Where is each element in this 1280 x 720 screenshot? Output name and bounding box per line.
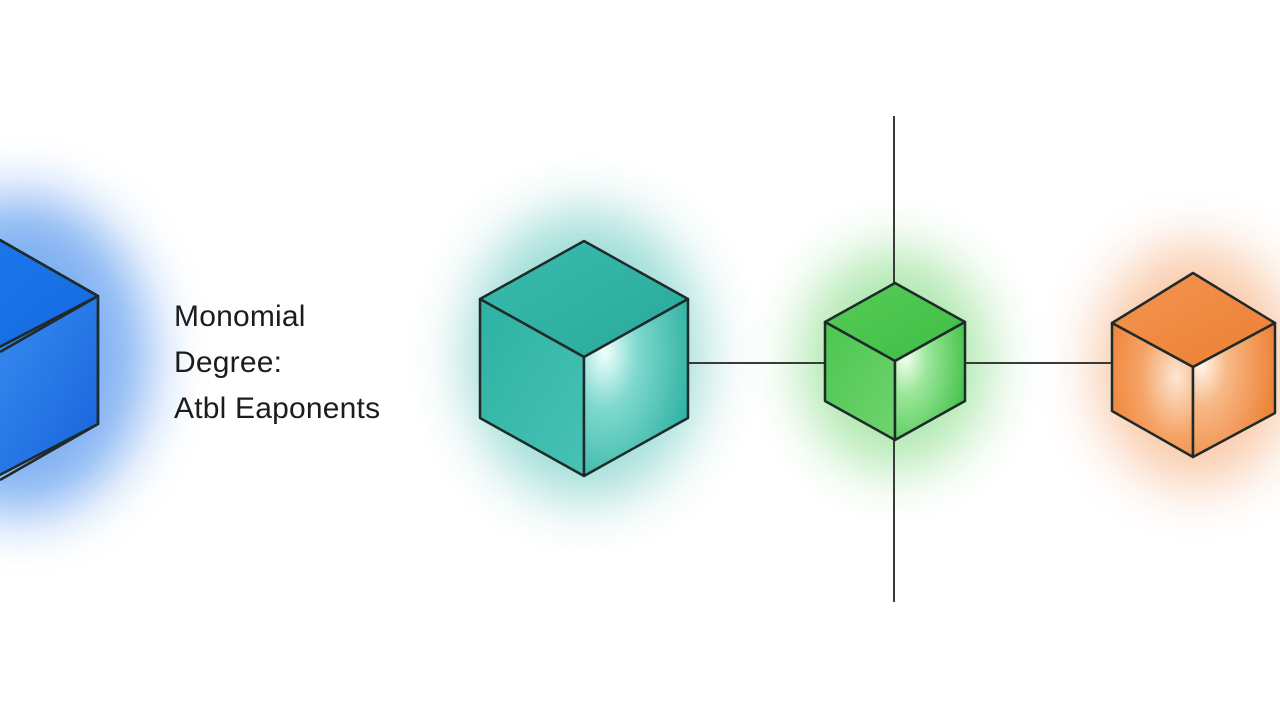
label-exponents: Atbl Eaponents <box>174 392 381 425</box>
teal-cube <box>478 239 690 478</box>
label-degree: Degree: <box>174 346 283 379</box>
orange-cube-right-face <box>1191 321 1277 459</box>
green-cube <box>823 281 967 442</box>
monomial-label-block: Monomial Degree: Atbl Eaponents <box>174 294 380 432</box>
green-cube-right-face <box>893 320 967 442</box>
blue-cube <box>0 238 100 482</box>
label-monomial: Monomial <box>174 300 306 333</box>
teal-cube-right-face <box>582 297 690 478</box>
orange-cube <box>1110 271 1277 459</box>
blue-cube-edge <box>0 238 100 482</box>
connector-lines <box>688 116 1112 602</box>
blue-cube-edge-inner <box>0 294 99 354</box>
